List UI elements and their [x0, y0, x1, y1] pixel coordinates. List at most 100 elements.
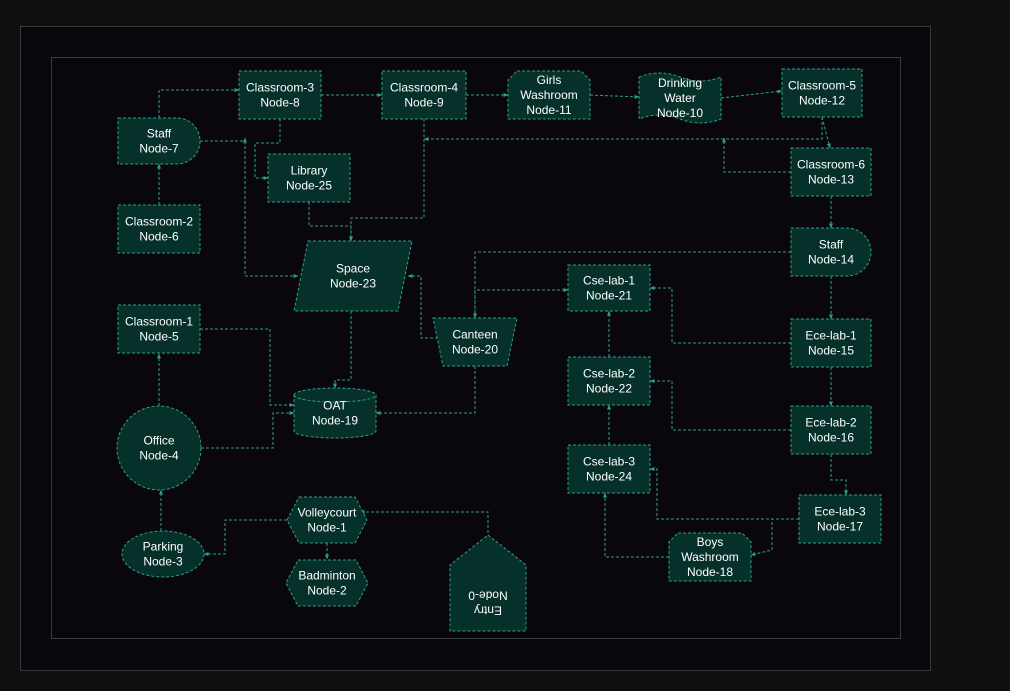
node-label-line: Node-21 [586, 289, 632, 303]
node-shape [121, 530, 205, 578]
edge-n0-to-n1 [359, 510, 489, 538]
node-shape [293, 387, 377, 439]
edge-n4-to-n19 [201, 411, 295, 449]
edge-n17-to-n24 [750, 518, 799, 556]
inner-frame [51, 57, 901, 639]
node-label-line: Ece-lab-2 [805, 416, 857, 430]
node-shape [432, 317, 518, 367]
node-label-line: Node-15 [808, 344, 854, 358]
node-shape [567, 264, 651, 312]
node-shape [567, 356, 651, 406]
node-shape [449, 534, 527, 632]
node-label-line: Volleycourt [298, 506, 357, 520]
node-shape [790, 405, 872, 455]
node-label-line: Office [143, 434, 174, 448]
node-label-line: Node-11 [526, 103, 571, 117]
edge-n20-to-n19 [649, 286, 791, 344]
node-label-line: Washroom [520, 88, 578, 102]
node-label-line: Node-13 [808, 173, 854, 187]
node-label-line: Classroom-4 [390, 81, 458, 95]
node-label-line: Node-12 [799, 94, 845, 108]
node-label-line: Badminton [298, 569, 355, 583]
node-label-line: Node-22 [586, 382, 632, 396]
node-label-line: Classroom-3 [246, 81, 314, 95]
edge-n17-to-n18 [603, 492, 669, 558]
edge-n14-to-n20 [308, 202, 353, 242]
node-label-line: Canteen [452, 328, 497, 342]
edge-n9-to-n11 [349, 119, 425, 242]
node-label-line: Washroom [681, 550, 739, 564]
edge-n24-to-n22 [649, 467, 799, 520]
node-label-line: Staff [147, 127, 172, 141]
node-label-line: Ece-lab-1 [805, 329, 857, 343]
node-shape [238, 70, 322, 120]
node-label-line: Parking [143, 540, 184, 554]
node-label-line: Classroom-1 [125, 315, 193, 329]
edge-n23-to-n19 [407, 274, 443, 339]
node-shape [381, 70, 467, 120]
node-label-line: Node-2 [307, 584, 347, 598]
node-label-line: Node-10 [657, 106, 703, 120]
edge-n10-to-n12 [821, 116, 831, 149]
node-label-line: Node-6 [139, 230, 179, 244]
node-shape [117, 204, 201, 254]
edge-n9-to-n23 [589, 94, 640, 99]
node-shape [668, 532, 752, 582]
edge-n20-to-n23 [474, 288, 569, 318]
node-label-line: Node-9 [404, 96, 444, 110]
edge-n7-to-n8 [200, 140, 299, 278]
node-shape [781, 68, 863, 118]
edge-n5-to-n6 [200, 328, 295, 407]
node-node-0[interactable]: EntryNode-0 [449, 534, 527, 632]
edge-n25-to-n23 [333, 311, 352, 389]
node-label-line: Node-18 [687, 565, 733, 579]
edges-layer [157, 88, 848, 560]
node-label-line: Classroom-5 [788, 79, 856, 93]
node-label-line: Node-5 [139, 330, 179, 344]
node-label-line: Ece-lab-3 [814, 505, 866, 519]
node-shape [116, 405, 202, 491]
node-label-line: Drinking [658, 76, 702, 90]
node-label-line: Node-0 [468, 589, 508, 603]
edge-n20-to-n21 [375, 366, 476, 415]
